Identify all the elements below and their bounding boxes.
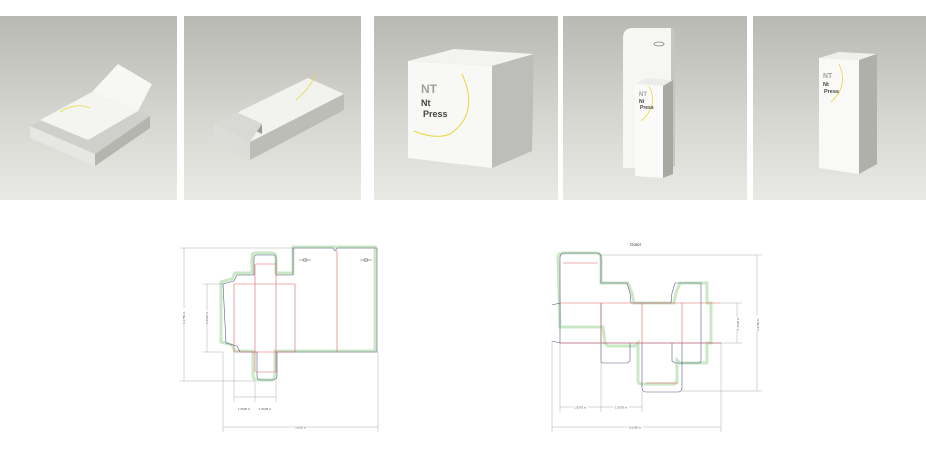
- render-cube-box: NT Nt Press: [374, 16, 558, 200]
- panel-b-dimension-label: 1.9375 in: [615, 406, 628, 410]
- depth-dimension-label: 2.0625 in: [205, 311, 209, 324]
- render-hanger-tab-box: NT Nt Press: [563, 16, 747, 200]
- panel-a-dimension-label: 1.9375 in: [574, 406, 587, 410]
- width-dimension-label: 5.6250 in: [629, 426, 642, 430]
- logo-text-line2: Press: [640, 105, 654, 111]
- depth-dimension-label: 1.3125 in: [736, 317, 740, 330]
- dieline-title: Outer: [630, 242, 642, 247]
- logo-mark: NT: [639, 92, 647, 98]
- panel-a-dimension-label: 1.0625 in: [238, 407, 251, 411]
- height-dimension-label: 4.3750 in: [756, 318, 760, 331]
- logo-mark: NT: [421, 82, 438, 96]
- logo-text-line1: Nt: [421, 98, 431, 108]
- dieline-right: Outer 4.3750 in 1.3125 in 1.9375 in 1.93…: [551, 242, 762, 432]
- dieline-left: 6.3750 in 2.0625 in 1.0625 in 1.0625 in …: [180, 245, 379, 432]
- render-magnetic-lid-box: [0, 16, 177, 200]
- logo-text-line2: Press: [824, 89, 839, 95]
- logo-mark: NT: [823, 73, 833, 80]
- height-dimension-label: 6.3750 in: [182, 311, 186, 324]
- logo-text-line1: Nt: [639, 99, 645, 105]
- render-tall-box: NT Nt Press: [753, 16, 926, 200]
- logo-text-line2: Press: [423, 109, 448, 119]
- width-dimension-label: 7.0625 in: [294, 426, 307, 430]
- render-drawer-box: [184, 16, 361, 200]
- logo-text-line1: Nt: [823, 82, 829, 88]
- panel-b-dimension-label: 1.0625 in: [259, 407, 272, 411]
